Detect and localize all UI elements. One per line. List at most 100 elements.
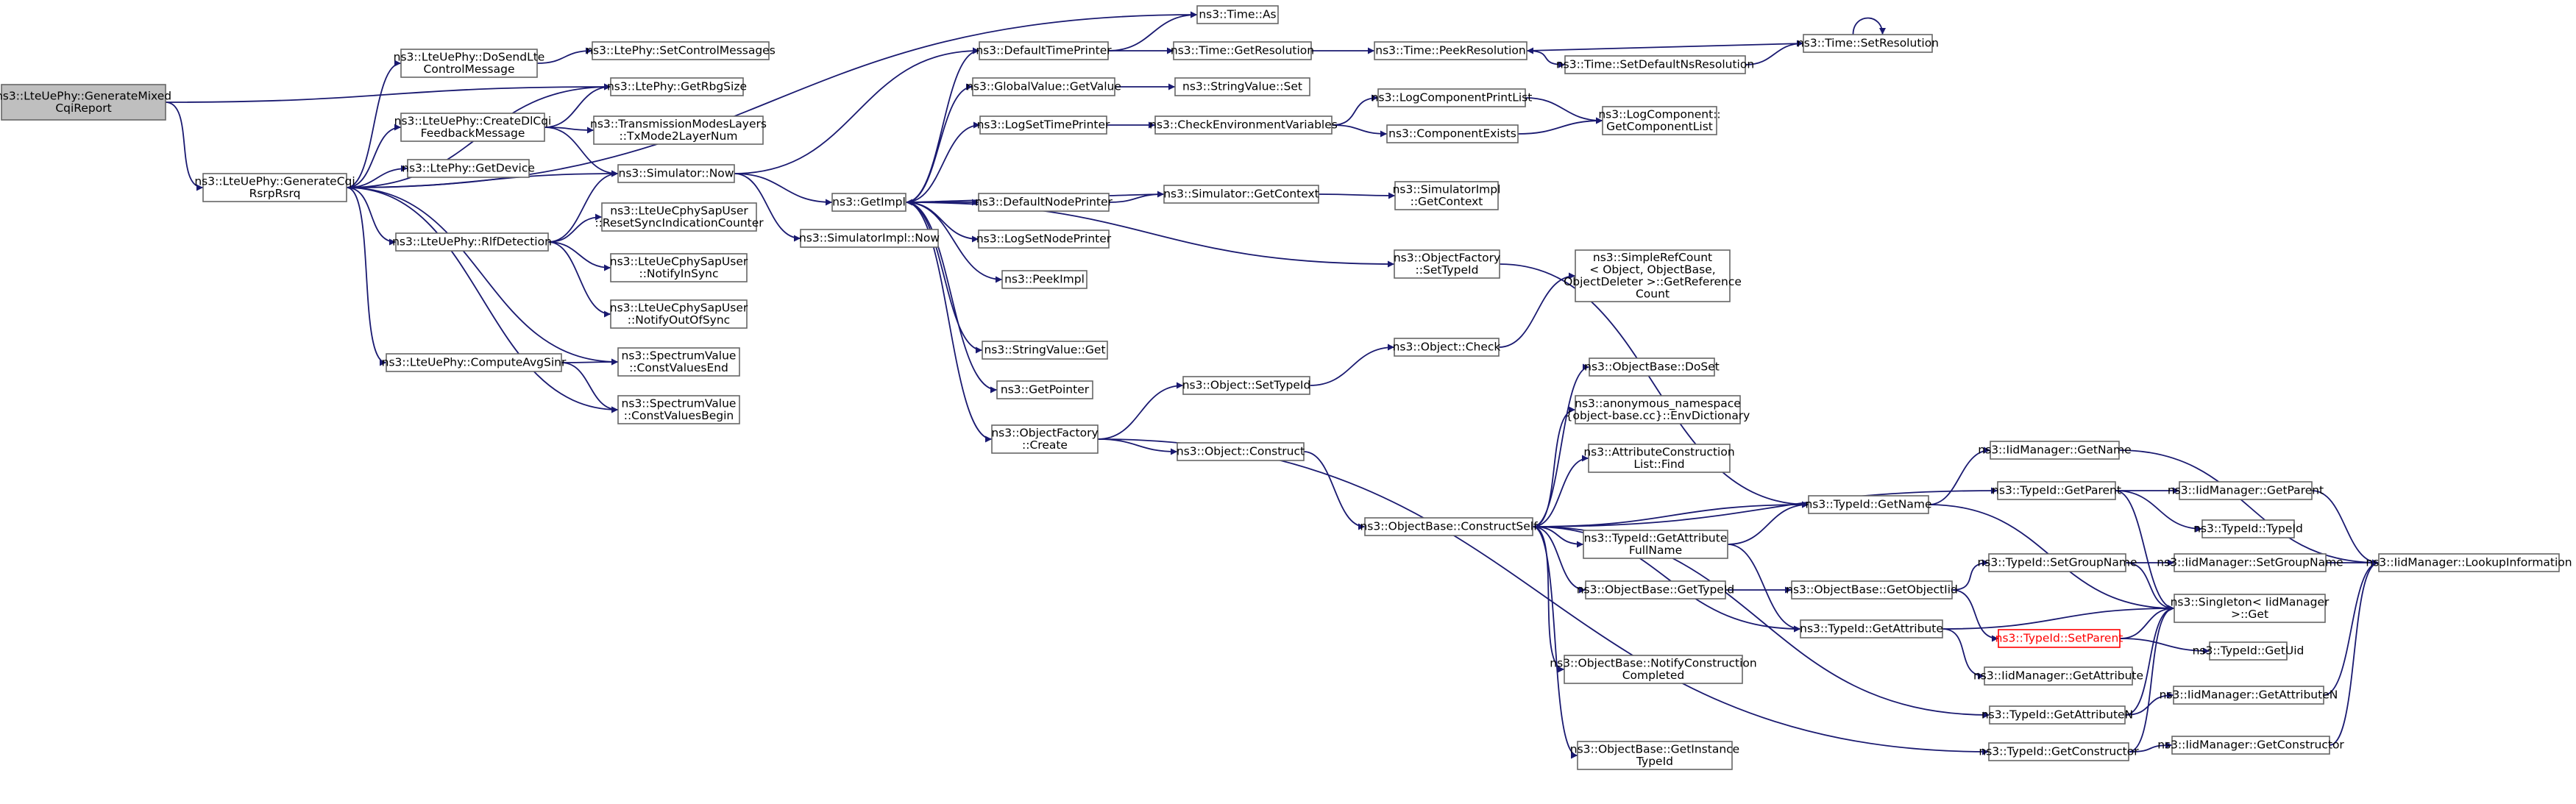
node-iidgetparent[interactable]: ns3::IidManager::GetParent xyxy=(2168,481,2324,500)
edge-tidsetparent-to-tidgetuid xyxy=(2119,638,2210,655)
node-notifyout[interactable]: ns3::LteUeCphySapUser::NotifyOutOfSync xyxy=(610,299,748,329)
node-timeas[interactable]: ns3::Time::As xyxy=(1196,5,1279,24)
node-label: ControlMessage xyxy=(424,63,515,76)
node-box xyxy=(982,341,1108,360)
node-timepeekres[interactable]: ns3::Time::PeekResolution xyxy=(1374,41,1527,60)
node-iidgetname[interactable]: ns3::IidManager::GetName xyxy=(1978,441,2132,460)
node-checkenv[interactable]: ns3::CheckEnvironmentVariables xyxy=(1149,115,1338,135)
node-logsnp[interactable]: ns3::LogSetNodePrinter xyxy=(976,230,1112,249)
node-ofcreate[interactable]: ns3::ObjectFactory::Create xyxy=(991,424,1099,454)
node-label: ns3::ObjectBase::GetObjectIid xyxy=(1786,583,1958,597)
node-cvbegin[interactable]: ns3::SpectrumValue::ConstValuesBegin xyxy=(617,395,740,424)
node-defnp[interactable]: ns3::DefaultNodePrinter xyxy=(975,193,1113,212)
node-timesetres[interactable]: ns3::Time::SetResolution xyxy=(1797,34,1939,53)
edge-obconstructself-to-obnotify xyxy=(1532,526,1565,673)
edge-createdl-to-txmode xyxy=(544,127,595,134)
node-createdl[interactable]: ns3::LteUePhy::CreateDlCqiFeedbackMessag… xyxy=(394,113,552,142)
edge-getimpl-to-deftp xyxy=(905,47,980,203)
node-obgetobjiid[interactable]: ns3::ObjectBase::GetObjectIid xyxy=(1786,580,1958,600)
node-logcgcl[interactable]: ns3::LogComponent::GetComponentList xyxy=(1598,106,1721,135)
node-notifyin[interactable]: ns3::LteUeCphySapUser::NotifyInSync xyxy=(610,253,748,282)
node-simimplgetctx[interactable]: ns3::SimulatorImpl::GetContext xyxy=(1393,181,1501,210)
node-box xyxy=(202,173,347,202)
node-box xyxy=(1564,55,1746,74)
node-label: ::GetContext xyxy=(1411,195,1483,208)
node-obgettypeid[interactable]: ns3::ObjectBase::GetTypeId xyxy=(1577,580,1735,600)
node-tidgetname[interactable]: ns3::TypeId::GetName xyxy=(1805,495,1932,514)
node-logstp[interactable]: ns3::LogSetTimePrinter xyxy=(977,115,1110,135)
node-box xyxy=(1988,553,2126,572)
node-box xyxy=(2179,481,2313,500)
node-obnotify[interactable]: ns3::ObjectBase::NotifyConstructionCompl… xyxy=(1550,655,1757,684)
edge-gcrr-to-cvbegin xyxy=(346,187,619,413)
node-getimpl[interactable]: ns3::GetImpl xyxy=(831,193,906,212)
node-box xyxy=(1803,34,1933,53)
node-box xyxy=(617,164,735,183)
node-envdict[interactable]: ns3::anonymous_namespace{object-base.cc}… xyxy=(1566,395,1750,424)
node-logcpl[interactable]: ns3::LogComponentPrintList xyxy=(1372,88,1533,107)
node-tidsetparent[interactable]: ns3::TypeId::SetParent xyxy=(1995,629,2123,648)
node-tidgetuid[interactable]: ns3::TypeId::GetUid xyxy=(2193,641,2304,661)
node-obdoset[interactable]: ns3::ObjectBase::DoSet xyxy=(1584,357,1720,377)
node-getdevice[interactable]: ns3::LtePhy::GetDevice xyxy=(402,159,535,178)
edge-rlf-to-notifyin xyxy=(547,241,611,271)
node-box xyxy=(2173,686,2324,705)
node-tidgetattr[interactable]: ns3::TypeId::GetAttribute xyxy=(1800,619,1943,638)
node-getpointer[interactable]: ns3::GetPointer xyxy=(996,380,1093,399)
node-tidgetctor[interactable]: ns3::TypeId::GetConstructor xyxy=(1979,742,2139,761)
node-simplerefcount[interactable]: ns3::SimpleRefCount< Object, ObjectBase,… xyxy=(1564,249,1742,302)
node-iidlookup[interactable]: ns3::IidManager::LookupInformation xyxy=(2366,553,2572,572)
node-objsettypeid[interactable]: ns3::Object::SetTypeId xyxy=(1182,376,1311,395)
edge-checkenv-to-logcpl xyxy=(1331,94,1379,126)
node-resetsync[interactable]: ns3::LteUeCphySapUser::ResetSyncIndicati… xyxy=(595,202,764,232)
node-gvgetvalue[interactable]: ns3::GlobalValue::GetValue xyxy=(966,77,1121,96)
node-rlf[interactable]: ns3::LteUePhy::RlfDetection xyxy=(392,232,552,252)
node-ofsettypeid[interactable]: ns3::ObjectFactory::SetTypeId xyxy=(1394,249,1500,279)
node-label: ObjectDeleter >::GetReference xyxy=(1564,275,1742,288)
node-objconstruct[interactable]: ns3::Object::Construct xyxy=(1177,442,1305,461)
node-deftp[interactable]: ns3::DefaultTimePrinter xyxy=(976,41,1112,60)
node-peekimpl[interactable]: ns3::PeekImpl xyxy=(1001,270,1087,289)
node-tidsetgroup[interactable]: ns3::TypeId::SetGroupName xyxy=(1977,553,2137,572)
node-cvend[interactable]: ns3::SpectrumValue::ConstValuesEnd xyxy=(617,347,740,377)
node-box xyxy=(1374,41,1527,60)
node-singleton[interactable]: ns3::Singleton< IidManager>::Get xyxy=(2171,594,2330,623)
node-timesetdef[interactable]: ns3::Time::SetDefaultNsResolution xyxy=(1556,55,1754,74)
node-rbgsize[interactable]: ns3::LtePhy::GetRbgSize xyxy=(607,77,747,96)
edge-compexists-to-logcgcl xyxy=(1517,117,1603,135)
node-txmode[interactable]: ns3::TransmissionModesLayers::TxMode2Lay… xyxy=(590,115,767,145)
node-iidsetgroup[interactable]: ns3::IidManager::SetGroupName xyxy=(2157,553,2343,572)
node-simimplnow[interactable]: ns3::SimulatorImpl::Now xyxy=(799,229,940,248)
node-objcheck[interactable]: ns3::Object::Check xyxy=(1393,338,1501,357)
node-simnow[interactable]: ns3::Simulator::Now xyxy=(617,164,735,183)
node-label: ns3::TypeId::GetAttribute xyxy=(1800,622,1943,636)
node-label: ns3::ObjectBase::NotifyConstruction xyxy=(1550,656,1756,669)
node-iidgetattr[interactable]: ns3::IidManager::GetAttribute xyxy=(1973,666,2143,686)
edge-tidgetparent-to-singleton xyxy=(2115,490,2175,612)
node-avgsinr[interactable]: ns3::LteUePhy::ComputeAvgSinr xyxy=(382,353,567,372)
node-tidtypeid[interactable]: ns3::TypeId::TypeId xyxy=(2193,519,2303,538)
node-label: ns3::ObjectFactory xyxy=(991,426,1098,439)
node-obconstructself[interactable]: ns3::ObjectBase::ConstructSelf xyxy=(1360,517,1538,536)
node-setctrl[interactable]: ns3::LtePhy::SetControlMessages xyxy=(586,41,776,60)
edge-obconstructself-to-obgetinst xyxy=(1532,526,1578,759)
node-label: ns3::LteUePhy::CreateDlCqi xyxy=(394,114,552,127)
node-svset[interactable]: ns3::StringValue::Set xyxy=(1174,77,1310,96)
node-iidgetctor[interactable]: ns3::IidManager::GetConstructor xyxy=(2157,736,2344,755)
node-compexists[interactable]: ns3::ComponentExists xyxy=(1386,124,1519,143)
node-tidgetattrn[interactable]: ns3::TypeId::GetAttributeN xyxy=(1981,705,2133,725)
node-label: ns3::IidManager::GetAttribute xyxy=(1973,669,2143,683)
edge-createdl-to-simnow xyxy=(544,127,619,177)
node-simgetctx[interactable]: ns3::Simulator::GetContext xyxy=(1163,185,1319,204)
node-iidgetattrn[interactable]: ns3::IidManager::GetAttributeN xyxy=(2160,686,2338,705)
node-svget[interactable]: ns3::StringValue::Get xyxy=(982,341,1108,360)
node-timegetres[interactable]: ns3::Time::GetResolution xyxy=(1171,41,1314,60)
node-tidgetparent[interactable]: ns3::TypeId::GetParent xyxy=(1992,481,2121,500)
node-label: ns3::TypeId::GetName xyxy=(1805,498,1931,511)
